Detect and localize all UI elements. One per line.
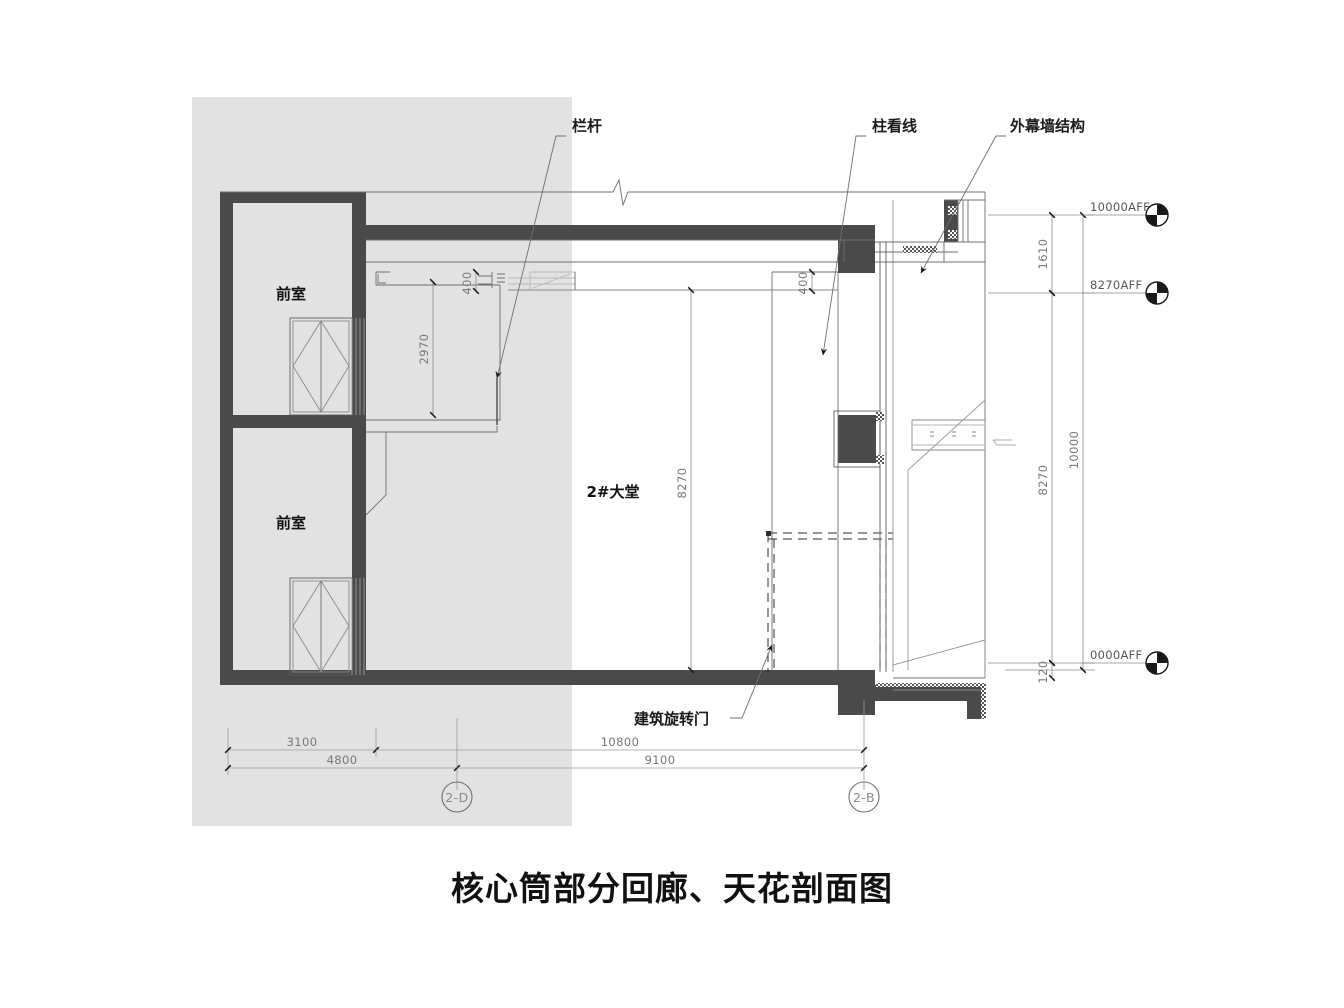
dim-label-120: 120 bbox=[1036, 660, 1050, 683]
shaded-core-region bbox=[192, 97, 572, 826]
callout-label-column-line: 柱看线 bbox=[872, 117, 917, 135]
callout-label-curtain-wall: 外幕墙结构 bbox=[1009, 117, 1085, 135]
dim-label-10800: 10800 bbox=[601, 735, 640, 749]
callout-label-railing: 栏杆 bbox=[572, 117, 602, 135]
level-marker-bottom: 0000AFF bbox=[1083, 648, 1169, 675]
dim-label-9100: 9100 bbox=[645, 753, 676, 767]
dim-label-1610: 1610 bbox=[1036, 239, 1050, 270]
room-label-vestibule-lower: 前室 bbox=[276, 514, 306, 532]
level-label-bottom: 0000AFF bbox=[1090, 648, 1142, 662]
bottom-dim-chains bbox=[224, 746, 868, 772]
level-label-top: 10000AFF bbox=[1090, 200, 1150, 214]
level-label-mid: 8270AFF bbox=[1090, 278, 1142, 292]
room-label-vestibule-upper: 前室 bbox=[276, 285, 306, 303]
dim-label-400-b: 400 bbox=[796, 271, 810, 294]
dim-label-8270-right: 8270 bbox=[1036, 465, 1050, 496]
dim-label-10000: 10000 bbox=[1067, 431, 1081, 470]
grid-bubble-2b: 2-B bbox=[848, 781, 880, 813]
grid-bubble-label-2b: 2-B bbox=[853, 790, 875, 805]
right-vertical-dim-chains bbox=[1048, 211, 1087, 682]
level-marker-top: 10000AFF bbox=[1083, 200, 1169, 227]
callout-leaders bbox=[495, 135, 1006, 719]
room-label-lobby: 2#大堂 bbox=[586, 483, 639, 501]
callout-label-revolving-door: 建筑旋转门 bbox=[634, 710, 709, 728]
linework bbox=[220, 178, 1016, 719]
dim-label-400-a: 400 bbox=[460, 271, 474, 294]
grid-bubble-label-2d: 2-D bbox=[445, 790, 469, 805]
concrete-structure bbox=[220, 192, 985, 719]
interior-dimensions bbox=[429, 268, 816, 674]
dim-label-4800: 4800 bbox=[327, 753, 358, 767]
dim-label-3100: 3100 bbox=[287, 735, 318, 749]
dim-label-8270-center: 8270 bbox=[675, 468, 689, 499]
level-marker-mid: 8270AFF bbox=[1083, 278, 1169, 305]
dim-label-2970: 2970 bbox=[417, 334, 431, 365]
grid-bubble-2d: 2-D bbox=[441, 781, 473, 813]
